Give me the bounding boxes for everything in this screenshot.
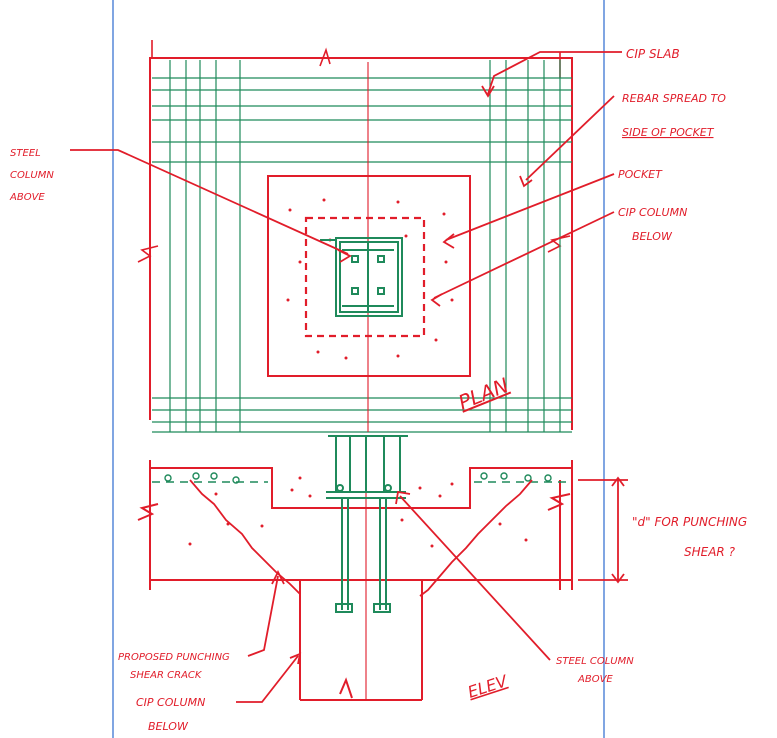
break-mark-left bbox=[137, 245, 159, 263]
label-pocket: POCKET bbox=[618, 168, 663, 181]
label-cip-slab: CIP SLAB bbox=[626, 47, 680, 61]
steel-column-elevation bbox=[326, 435, 408, 613]
label-cip-column-plan-1: CIP COLUMN bbox=[618, 206, 687, 219]
sheet-border bbox=[112, 0, 605, 738]
label-steel-column-plan-2: COLUMN bbox=[10, 170, 54, 181]
label-cip-column-elev-2: BELOW bbox=[148, 720, 189, 733]
label-rebar-spread-1: REBAR SPREAD TO bbox=[622, 92, 726, 105]
leader-lines bbox=[70, 51, 622, 703]
slab-elevation bbox=[137, 460, 573, 590]
rebar-grid bbox=[152, 60, 572, 433]
label-steel-column-plan-3: ABOVE bbox=[9, 192, 45, 203]
label-steel-column-elev-1: STEEL COLUMN bbox=[556, 656, 634, 667]
slab-outline bbox=[149, 57, 573, 430]
label-elev: ELEV bbox=[465, 671, 510, 702]
cip-column-below-elevation bbox=[299, 580, 423, 701]
label-rebar-spread-2: SIDE OF POCKET bbox=[622, 126, 715, 139]
labels: CIP SLAB REBAR SPREAD TO SIDE OF POCKET … bbox=[9, 47, 747, 733]
grout-speckles bbox=[286, 198, 454, 360]
elevation-view bbox=[137, 435, 628, 701]
label-plan: PLAN bbox=[455, 373, 512, 415]
d-dimension bbox=[578, 476, 628, 584]
label-cip-column-elev-1: CIP COLUMN bbox=[136, 696, 205, 709]
steel-column-plan bbox=[320, 237, 403, 317]
label-d-punching-1: "d" FOR PUNCHING bbox=[632, 515, 747, 529]
rebar-section bbox=[152, 472, 572, 484]
label-steel-column-plan-1: STEEL bbox=[10, 148, 41, 159]
plan-view bbox=[137, 40, 573, 433]
label-d-punching-2: SHEAR ? bbox=[684, 545, 736, 559]
label-cip-column-plan-2: BELOW bbox=[632, 230, 673, 243]
punching-shear-crack bbox=[189, 479, 533, 597]
cip-column-below-outline bbox=[304, 216, 426, 338]
label-proposed-1: PROPOSED PUNCHING bbox=[118, 652, 230, 663]
label-proposed-2: SHEAR CRACK bbox=[130, 670, 203, 681]
label-steel-column-elev-2: ABOVE bbox=[577, 674, 613, 685]
break-mark-top bbox=[319, 47, 331, 67]
